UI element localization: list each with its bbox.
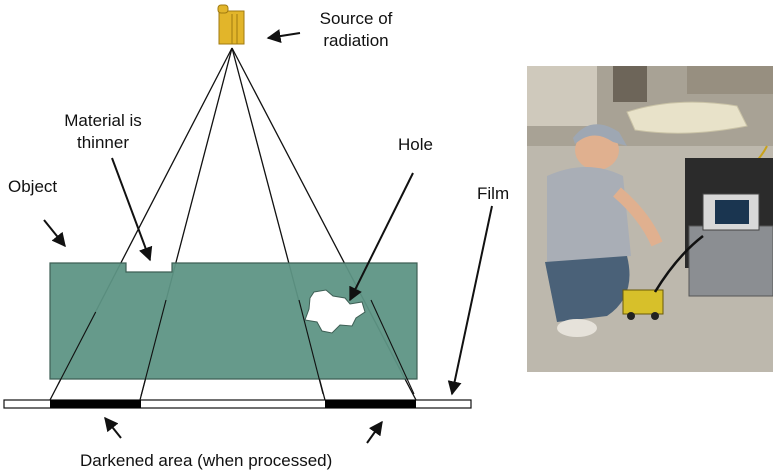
material-label-line1: Material is [64,111,142,130]
radiation-source-icon [217,4,245,45]
technician-photo [527,66,773,372]
darkened-area-left [50,400,141,408]
film-strip [3,399,472,409]
hole-label: Hole [398,135,433,154]
object-arrow [43,219,66,248]
source-label-line2: radiation [323,31,389,50]
darkened-area-label: Darkened area (when processed) [80,451,333,470]
source-label: Source of radiation [304,8,408,52]
material-label-line2: thinner [77,133,129,152]
darkened-left-arrow [104,416,122,439]
hole-arrow [349,172,414,302]
object-block [49,262,418,380]
beam-lines-over-object [57,299,415,397]
object-label: Object [8,177,58,196]
hole-shape [304,289,366,334]
source-label-line1: Source of [319,9,393,28]
darkened-right-arrow [366,420,383,444]
film-label: Film [477,184,510,203]
material-arrow [111,157,153,262]
source-arrow [266,29,301,43]
film-arrow [447,205,493,396]
annotation-arrows [43,29,493,444]
material-label: Material is thinner [48,110,158,154]
darkened-area-right [325,400,416,408]
